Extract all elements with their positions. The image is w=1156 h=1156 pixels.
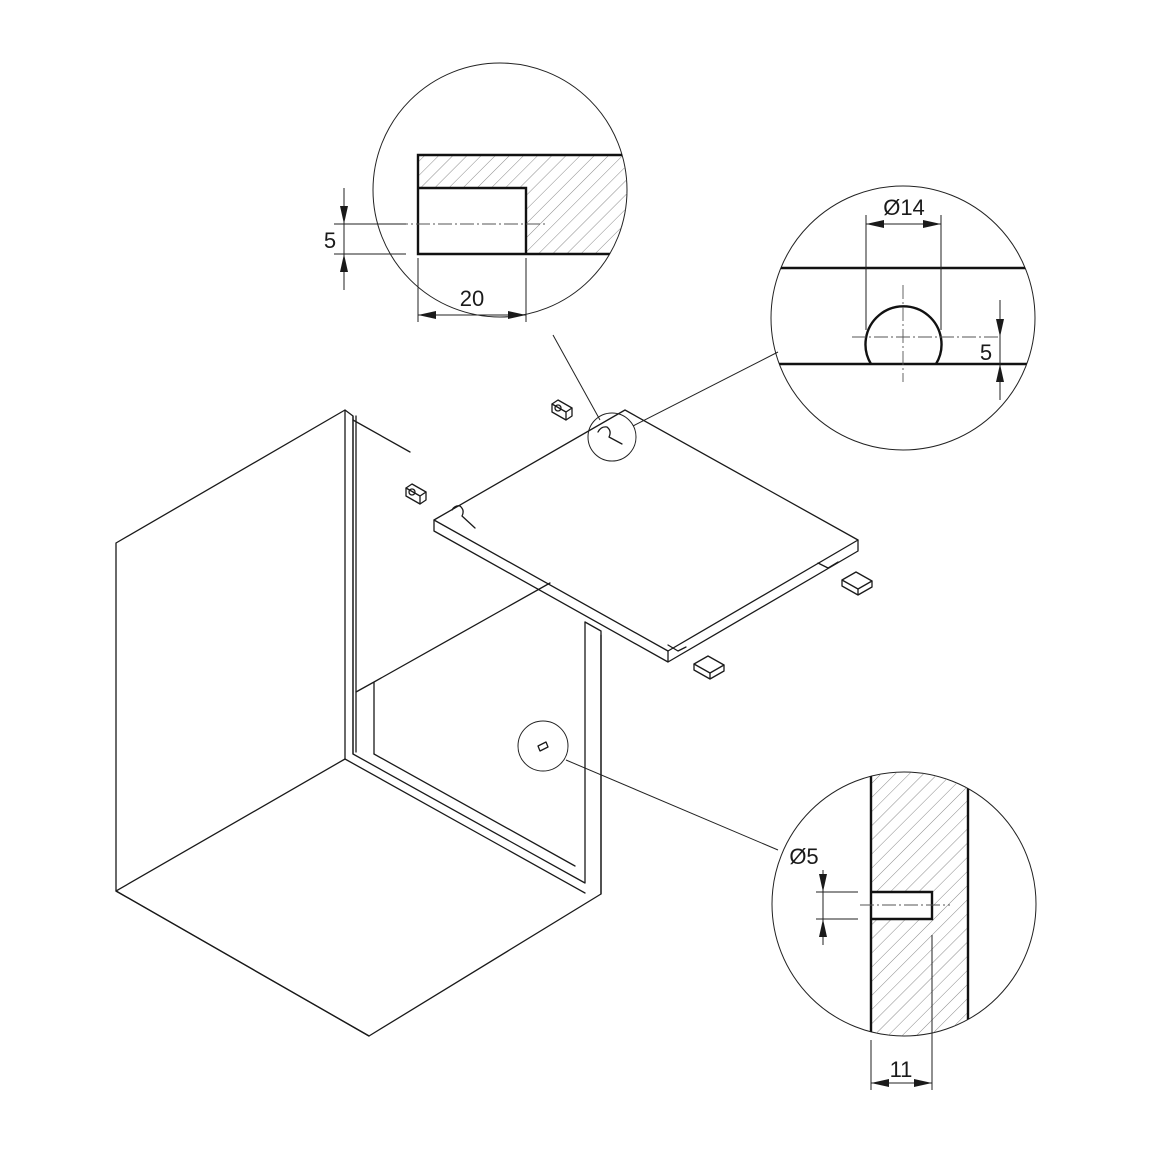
- shelf-notch-right: [817, 561, 839, 569]
- dim-label-5-recess: 5: [324, 228, 336, 253]
- detail-shelf-recess: 20 5: [324, 62, 628, 322]
- support-pin-3: [841, 571, 873, 596]
- left-panel-front: [344, 409, 586, 884]
- inner-diagonal: [373, 753, 576, 867]
- dim-label-5-hole: 5: [980, 340, 992, 365]
- support-pin-2: [551, 399, 573, 421]
- magnifier-ring-top: [587, 412, 637, 462]
- cabinet-outline: [115, 409, 602, 1037]
- leader-line-b: [632, 351, 779, 427]
- shelf-front-edge: [433, 519, 859, 663]
- leader-line-a: [552, 334, 601, 421]
- shelf-supports: [405, 399, 873, 680]
- detail-support-hole: Ø14 5: [770, 185, 1036, 451]
- leader-line-c: [565, 759, 779, 851]
- right-panel-edge: [584, 621, 602, 895]
- dim-label-d5: Ø5: [789, 844, 818, 869]
- dim-label-20: 20: [460, 286, 484, 311]
- shelf-top-face: [433, 409, 859, 652]
- shelf-panel: [433, 409, 859, 663]
- shelf-slot-top: [597, 426, 623, 445]
- back-panel-edge: [355, 582, 551, 755]
- shelf-notch-front: [667, 644, 687, 652]
- support-pin-4: [693, 655, 725, 680]
- support-pin-1: [405, 483, 427, 505]
- dim-label-11: 11: [890, 1057, 913, 1082]
- detail-side-hole: Ø5 11: [771, 771, 1037, 1090]
- cabinet-box: [115, 409, 602, 1037]
- cabinet-top-edge: [115, 758, 586, 1037]
- shelf-slot-left: [451, 505, 476, 529]
- dim-label-d14: Ø14: [883, 195, 925, 220]
- magnifier-ring-side: [517, 720, 569, 772]
- side-hole-mark: [537, 741, 549, 752]
- top-shelf-seat: [352, 415, 411, 693]
